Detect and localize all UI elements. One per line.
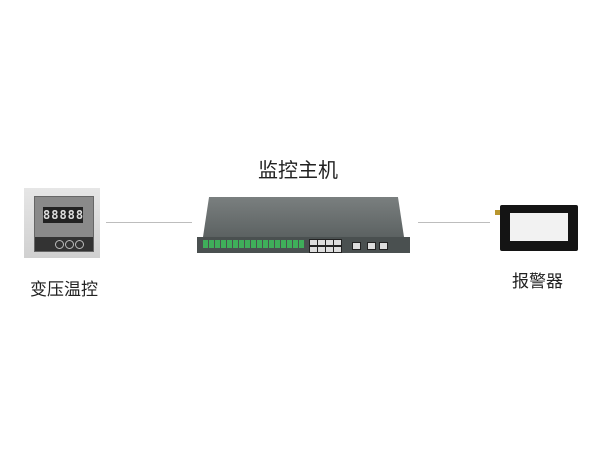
terminal-block	[257, 240, 262, 248]
ethernet-port	[352, 242, 361, 250]
temperature-controller-label: 变压温控	[30, 280, 98, 300]
terminal-block	[233, 240, 238, 248]
temperature-controller-image: 88888	[24, 188, 100, 258]
ethernet-port	[367, 242, 376, 250]
terminal-block	[251, 240, 256, 248]
terminal-block	[239, 240, 244, 248]
ethernet-port	[333, 239, 342, 246]
ethernet-port	[379, 242, 388, 250]
alarm-label: 报警器	[512, 272, 563, 292]
connector-line-left	[106, 222, 192, 223]
alarm-device-image	[495, 205, 578, 251]
ethernet-port	[333, 246, 342, 253]
monitoring-host-image	[197, 197, 410, 255]
terminal-block	[281, 240, 286, 248]
host-title: 监控主机	[258, 158, 338, 182]
controller-display: 88888	[43, 207, 85, 223]
terminal-block	[221, 240, 226, 248]
terminal-block	[209, 240, 214, 248]
terminal-block	[299, 240, 304, 248]
connector-line-right	[418, 222, 490, 223]
terminal-block	[227, 240, 232, 248]
terminal-block	[245, 240, 250, 248]
terminal-block	[269, 240, 274, 248]
terminal-block	[215, 240, 220, 248]
terminal-block	[203, 240, 208, 248]
terminal-block	[263, 240, 268, 248]
terminal-block	[293, 240, 298, 248]
terminal-block	[287, 240, 292, 248]
terminal-block	[275, 240, 280, 248]
